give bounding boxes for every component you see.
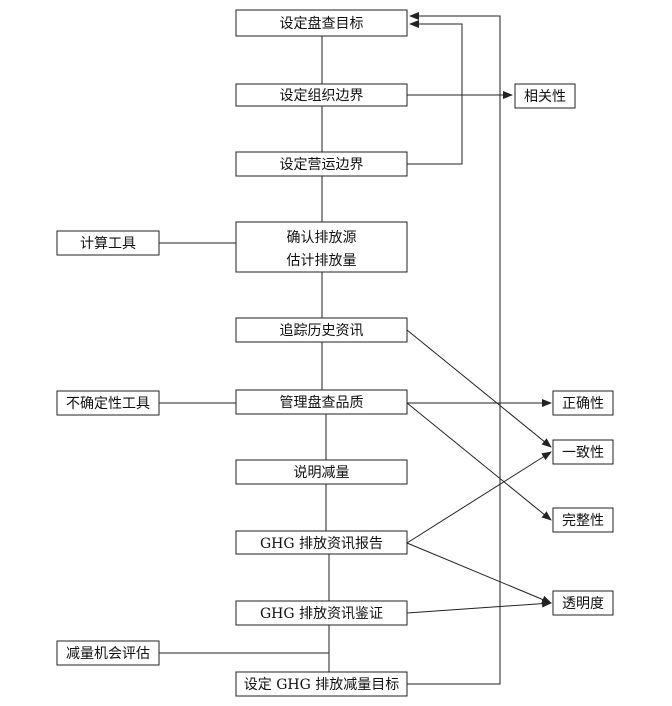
node-ghg-report-label: GHG 排放资讯报告 (260, 536, 383, 552)
node-op-boundary: 设定营运边界 (235, 151, 408, 177)
principle-relevance: 相关性 (514, 83, 576, 109)
node-ghg-verify-label: GHG 排放资讯鉴证 (260, 606, 383, 622)
principle-transparency-label: 透明度 (562, 596, 604, 612)
tool-uncertainty-label: 不确定性工具 (66, 396, 150, 412)
node-set-reduction-goal-label: 设定 GHG 排放减量目标 (244, 677, 399, 693)
node-identify-sources-label: 确认排放源 (287, 230, 357, 246)
node-explain-reduction: 说明减量 (235, 459, 408, 485)
arrow-report-transparency (406, 542, 552, 604)
node-estimate-emissions-label: 估计排放量 (287, 253, 357, 269)
node-ghg-verify: GHG 排放资讯鉴证 (235, 600, 408, 626)
principle-completeness: 完整性 (552, 507, 614, 533)
principle-completeness-label: 完整性 (562, 513, 604, 529)
node-manage-quality-label: 管理盘查品质 (280, 394, 364, 411)
node-org-boundary: 设定组织边界 (235, 83, 408, 107)
node-manage-quality: 管理盘查品质 (235, 389, 408, 415)
connectors (159, 12, 552, 685)
principle-consistency: 一致性 (552, 439, 614, 465)
principle-relevance-label: 相关性 (524, 89, 566, 105)
arrow-report-consistency (406, 451, 552, 544)
loop-target-to-goal (407, 12, 501, 685)
principle-transparency: 透明度 (552, 590, 614, 616)
principle-accuracy-label: 正确性 (562, 396, 604, 412)
arrow-verify-transparency (406, 599, 552, 614)
node-set-goal-label: 设定盘查目标 (280, 15, 364, 32)
node-set-goal: 设定盘查目标 (235, 9, 408, 37)
node-track-history: 追踪历史资讯 (235, 317, 408, 343)
arrow-history-consistency (406, 329, 552, 448)
tool-calc: 计算工具 (56, 230, 160, 256)
principle-accuracy: 正确性 (552, 390, 614, 416)
node-explain-reduction-label: 说明减量 (294, 465, 350, 481)
arrow-quality-completeness (406, 402, 552, 521)
node-op-boundary-label: 设定营运边界 (280, 157, 364, 173)
node-org-boundary-label: 设定组织边界 (280, 88, 364, 104)
node-set-reduction-goal: 设定 GHG 排放减量目标 (235, 671, 408, 697)
node-track-history-label: 追踪历史资讯 (280, 323, 364, 339)
tool-calc-label: 计算工具 (80, 236, 136, 252)
tool-reduction-opportunity: 减量机会评估 (56, 640, 160, 666)
loop-op-to-goal (407, 20, 463, 165)
node-ghg-report: GHG 排放资讯报告 (235, 530, 408, 555)
tool-uncertainty: 不确定性工具 (56, 390, 160, 416)
node-sources-estimate: 确认排放源 估计排放量 (235, 221, 408, 273)
tool-reduction-opportunity-label: 减量机会评估 (66, 646, 150, 662)
principle-consistency-label: 一致性 (562, 445, 604, 461)
